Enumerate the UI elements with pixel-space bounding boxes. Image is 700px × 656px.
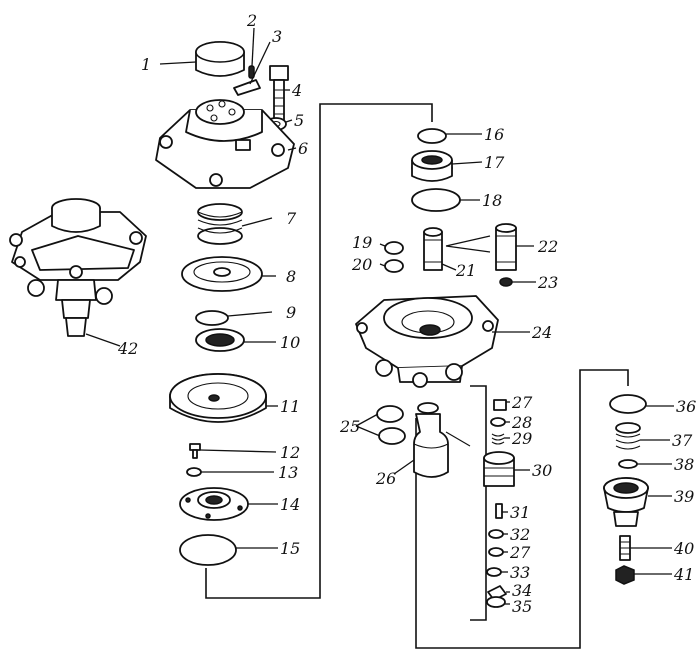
label-part-40: 40 (673, 539, 694, 558)
label-part-27: 27 (511, 393, 533, 412)
group-connector-lines (205, 103, 629, 649)
label-part-33: 33 (510, 563, 530, 582)
column-inner-parts (483, 399, 530, 608)
column-right-parts (603, 394, 674, 585)
label-part-4: 4 (291, 81, 302, 100)
column-middle-parts (355, 128, 536, 478)
label-part-13: 13 (278, 463, 298, 482)
label-part-34: 34 (512, 581, 532, 600)
assembled-valve (9, 198, 147, 347)
label-part-9: 9 (286, 303, 296, 322)
label-part-17: 17 (484, 153, 505, 172)
label-part-23: 23 (537, 273, 558, 292)
label-part-29: 29 (511, 429, 532, 448)
label-part-42: 42 (117, 339, 138, 358)
label-part-7: 7 (286, 209, 297, 228)
part-labels: 1 2 3 4 5 6 7 8 9 10 11 12 13 14 15 16 1… (117, 11, 696, 616)
label-part-8: 8 (286, 267, 296, 286)
label-part-26: 26 (375, 469, 396, 488)
label-part-31: 31 (510, 503, 530, 522)
label-part-35: 35 (512, 597, 532, 616)
label-part-21: 21 (455, 261, 476, 280)
label-part-15: 15 (280, 539, 300, 558)
label-part-36: 36 (676, 397, 696, 416)
label-part-18: 18 (482, 191, 502, 210)
label-part-22: 22 (537, 237, 558, 256)
label-part-37: 37 (672, 431, 693, 450)
label-part-27b: 27 (509, 543, 531, 562)
label-part-25: 25 (339, 417, 360, 436)
label-part-1: 1 (141, 55, 151, 74)
label-part-14: 14 (280, 495, 300, 514)
label-part-16: 16 (484, 125, 504, 144)
label-part-39: 39 (674, 487, 694, 506)
label-part-20: 20 (351, 255, 372, 274)
label-part-2: 2 (246, 11, 257, 30)
label-part-32: 32 (510, 525, 530, 544)
label-part-5: 5 (294, 111, 304, 130)
label-part-24: 24 (531, 323, 552, 342)
label-part-10: 10 (280, 333, 300, 352)
label-part-19: 19 (352, 233, 372, 252)
label-part-41: 41 (673, 565, 694, 584)
label-part-30: 30 (532, 461, 552, 480)
column-left-parts (155, 27, 297, 566)
label-part-3: 3 (272, 27, 282, 46)
label-part-28: 28 (511, 413, 532, 432)
label-part-38: 38 (674, 455, 694, 474)
label-part-11: 11 (280, 397, 300, 416)
label-part-6: 6 (298, 139, 308, 158)
label-part-12: 12 (280, 443, 300, 462)
